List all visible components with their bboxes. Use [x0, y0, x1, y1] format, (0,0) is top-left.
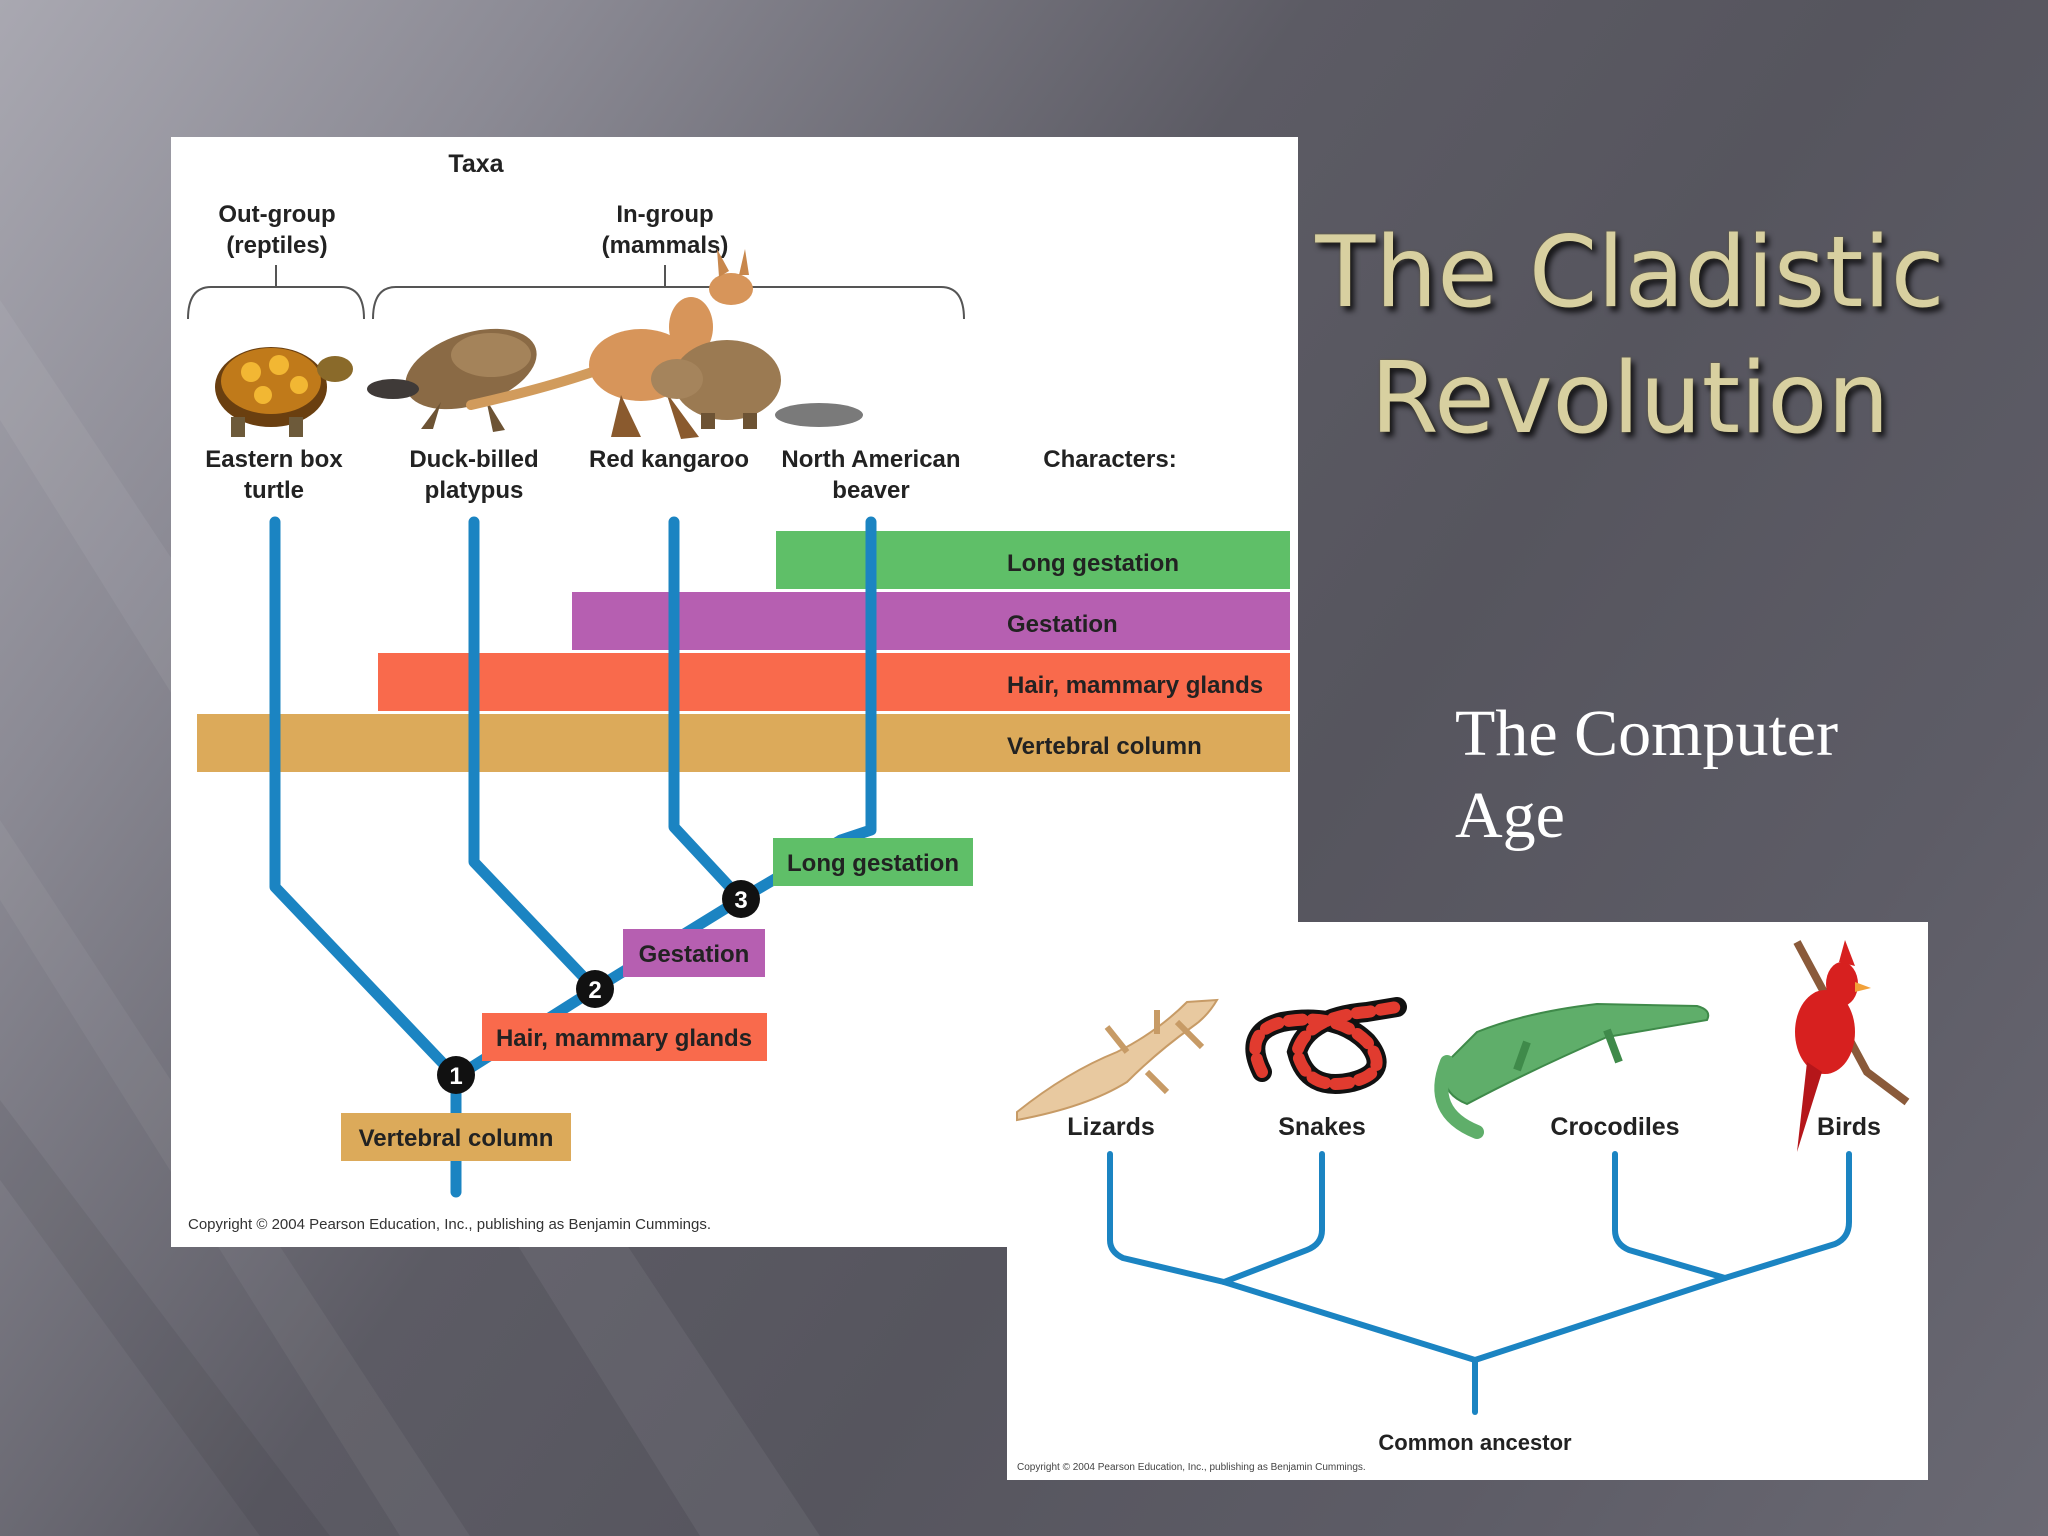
taxa-heading: Taxa: [448, 150, 504, 178]
reptile-cladogram-panel: Lizards Snakes Crocodiles Birds Common a…: [1007, 922, 1928, 1480]
slide-title: The Cladistic Revolution: [1240, 210, 2020, 462]
node-1: 1: [437, 1056, 475, 1094]
taxon-name-turtle: Eastern box: [205, 446, 343, 473]
platypus-icon: [367, 328, 537, 432]
node-label-gestation: Gestation: [639, 941, 750, 968]
outgroup-sublabel: (reptiles): [226, 232, 327, 259]
title-line-1: The Cladistic: [1315, 216, 1945, 330]
turtle-icon: [215, 347, 353, 437]
taxon-snakes: Snakes: [1278, 1113, 1366, 1141]
node-label-hair-box: [482, 1013, 767, 1061]
taxon-lizards: Lizards: [1067, 1113, 1155, 1141]
title-line-2: Revolution: [1370, 342, 1890, 456]
svg-text:2: 2: [588, 977, 601, 1004]
taxon-name-platypus-2: platypus: [425, 477, 524, 504]
outgroup-bracket: [187, 286, 365, 320]
node-label-hair: Hair, mammary glands: [496, 1025, 752, 1052]
character-bar-hair: [378, 653, 1290, 711]
characters-heading: Characters:: [1043, 446, 1176, 473]
outgroup-label: Out-group: [218, 201, 335, 228]
taxon-name-kangaroo: Red kangaroo: [589, 446, 749, 473]
mammal-cladogram: Taxa Out-group (reptiles) In-group (mamm…: [187, 150, 1290, 1233]
svg-text:3: 3: [734, 887, 747, 914]
character-label-gestation: Gestation: [1007, 611, 1118, 638]
cladogram-copyright: Copyright © 2004 Pearson Education, Inc.…: [188, 1216, 711, 1233]
node-label-vertebral-box: [341, 1113, 571, 1161]
reptile-copyright: Copyright © 2004 Pearson Education, Inc.…: [1017, 1462, 1366, 1473]
reptile-cladogram: Lizards Snakes Crocodiles Birds Common a…: [1016, 940, 1910, 1473]
cardinal-icon: [1793, 940, 1910, 1152]
node-label-gestation-box: [623, 929, 765, 977]
taxon-name-turtle-2: turtle: [244, 477, 304, 504]
beaver-icon: [651, 340, 863, 429]
node-label-long-gestation-box: [773, 838, 973, 886]
crocodile-icon: [1434, 1002, 1710, 1139]
character-bar-gestation: [572, 592, 1290, 650]
ingroup-bracket: [372, 286, 965, 320]
slide-subtitle: The Computer Age: [1455, 693, 1975, 857]
node-label-vertebral: Vertebral column: [359, 1125, 554, 1152]
svg-text:1: 1: [449, 1063, 462, 1090]
character-bar-long-gestation: [776, 531, 1290, 589]
subtitle-line-1: The Computer: [1455, 697, 1839, 770]
subtitle-line-2: Age: [1455, 779, 1565, 852]
ingroup-sublabel: (mammals): [602, 232, 729, 259]
mammal-cladogram-panel: Taxa Out-group (reptiles) In-group (mamm…: [171, 137, 1298, 1247]
snake-icon: [1245, 997, 1407, 1094]
taxon-birds: Birds: [1817, 1113, 1881, 1141]
taxon-name-beaver: North American: [781, 446, 960, 473]
taxon-name-platypus: Duck-billed: [409, 446, 538, 473]
taxon-name-beaver-2: beaver: [832, 477, 909, 504]
common-ancestor-label: Common ancestor: [1378, 1430, 1572, 1455]
node-3: 3: [722, 880, 760, 918]
node-label-long-gestation: Long gestation: [787, 850, 959, 877]
lizard-icon: [1016, 998, 1219, 1122]
taxon-crocodiles: Crocodiles: [1550, 1113, 1679, 1141]
reptile-branches: [1107, 1151, 1852, 1415]
character-bar-vertebral: [197, 714, 1290, 772]
ingroup-label: In-group: [616, 201, 713, 228]
character-label-hair: Hair, mammary glands: [1007, 672, 1263, 699]
character-label-vertebral: Vertebral column: [1007, 733, 1202, 760]
node-2: 2: [576, 970, 614, 1008]
character-label-long-gestation: Long gestation: [1007, 550, 1179, 577]
